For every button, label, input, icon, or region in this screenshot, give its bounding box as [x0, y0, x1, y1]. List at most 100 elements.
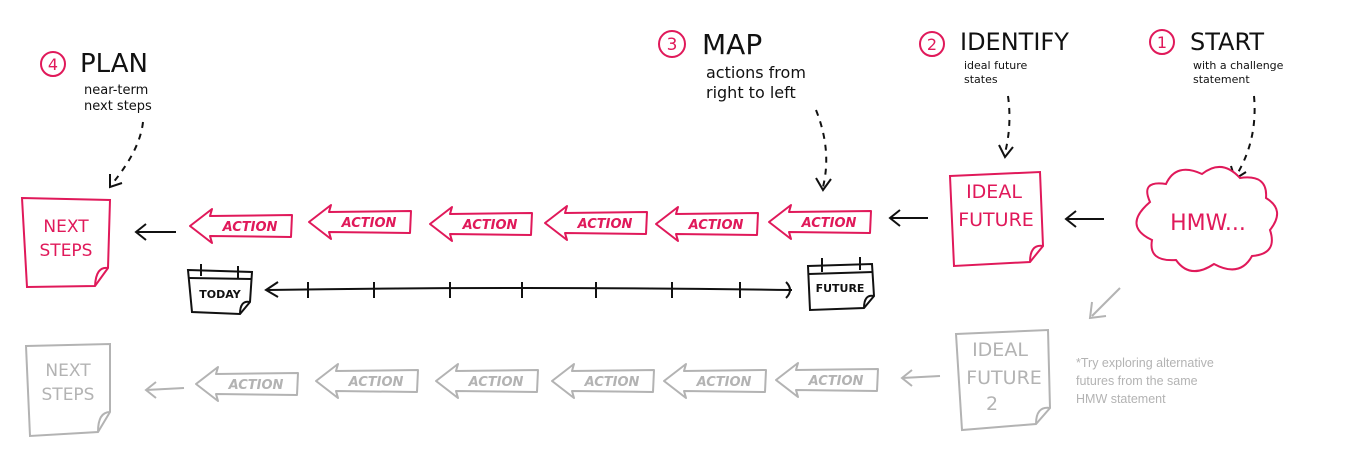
step-subtitle-line: states	[964, 73, 998, 86]
step-number: 1	[1157, 33, 1167, 52]
action-arrow: ACTION	[308, 204, 412, 240]
calendar-curl	[239, 300, 251, 315]
action-arrow-outline	[663, 363, 767, 399]
alt-arrow-to-actions	[900, 369, 941, 387]
action-label: ACTION	[696, 375, 752, 390]
action-arrow: ACTION	[544, 205, 648, 241]
calendar-outline	[186, 268, 254, 316]
action-label: ACTION	[228, 378, 284, 393]
dashed-arrow-line	[1004, 95, 1011, 154]
sticky-text-line: FUTURE	[958, 209, 1034, 231]
action-label: ACTION	[462, 218, 518, 233]
action-arrow-outline	[189, 208, 293, 244]
arrow-head	[1064, 210, 1077, 228]
sticky-curl	[97, 411, 111, 433]
calendar-top-bar	[188, 277, 252, 280]
action-label: ACTION	[577, 217, 633, 232]
arrow-to-actions	[888, 209, 928, 227]
calendar-curl	[863, 294, 875, 309]
calendar-outline	[806, 262, 876, 312]
calendar-top-bar	[808, 271, 874, 275]
sticky-text-line: NEXT	[43, 217, 89, 237]
sticky-text-line: STEPS	[42, 385, 95, 405]
arrow-to-ideal-future	[1064, 210, 1104, 228]
arrow-line	[145, 387, 185, 391]
alt-diagonal-arrow	[1088, 287, 1121, 320]
action-label: ACTION	[341, 216, 397, 231]
today-calendar-icon: TODAY	[186, 264, 254, 316]
note-line: HMW statement	[1076, 392, 1166, 406]
arrow-head	[888, 209, 901, 227]
action-arrow-outline	[435, 363, 539, 399]
action-arrow: ACTION	[315, 363, 419, 399]
sticky-text-line: STEPS	[40, 241, 93, 261]
action-label: ACTION	[688, 218, 744, 233]
arrow-line	[901, 375, 941, 379]
arrow-head	[1088, 301, 1107, 320]
sticky-curl	[94, 266, 109, 287]
action-label: ACTION	[222, 220, 278, 235]
cloud-label: HMW...	[1170, 211, 1246, 236]
dashed-arrow-line	[1235, 95, 1256, 177]
step-title: MAP	[702, 28, 762, 61]
note-line: futures from the same	[1076, 374, 1198, 388]
future-calendar-icon: FUTURE	[806, 257, 876, 312]
action-arrow: ACTION	[663, 363, 767, 399]
arrow-head	[134, 223, 147, 241]
action-arrow: ACTION	[435, 363, 539, 399]
timeline-arrow-head	[264, 281, 279, 298]
action-arrow: ACTION	[189, 208, 293, 244]
alt-ideal-future-sticky: IDEAL FUTURE 2	[954, 328, 1052, 432]
action-arrow-outline	[768, 204, 872, 240]
sticky-text-line: 2	[986, 393, 998, 415]
timeline-end-cap	[785, 281, 791, 299]
step-number-circle	[40, 51, 66, 77]
sticky-outline	[954, 328, 1052, 432]
alt-futures-note: *Try exploring alternative futures from …	[1076, 356, 1214, 406]
action-arrow: ACTION	[655, 206, 759, 242]
sticky-text-line: IDEAL	[966, 181, 1022, 203]
action-label: ACTION	[801, 216, 857, 231]
action-arrow: ACTION	[195, 366, 299, 402]
step-plan: 4 PLAN near-term next steps	[40, 49, 152, 189]
step-identify: 2 IDENTIFY ideal future states	[919, 28, 1069, 159]
action-arrow-outline	[655, 206, 759, 242]
step-subtitle-line: actions from	[706, 63, 806, 82]
sticky-outline	[948, 170, 1045, 268]
step-number-circle	[1149, 29, 1175, 55]
timeline-ticks	[307, 282, 741, 298]
sticky-text-line: IDEAL	[972, 339, 1028, 361]
action-label: ACTION	[584, 375, 640, 390]
action-label: ACTION	[348, 375, 404, 390]
arrow-head	[998, 144, 1014, 159]
action-arrow: ACTION	[775, 362, 879, 398]
step-map: 3 MAP actions from right to left	[658, 28, 832, 192]
dashed-arrow-line	[111, 121, 144, 185]
alt-arrow-to-next-steps	[144, 381, 185, 399]
action-arrow-outline	[315, 363, 419, 399]
dashed-arrow-line	[815, 109, 828, 188]
sticky-curl	[1035, 406, 1051, 425]
alt-next-steps-sticky: NEXT STEPS	[24, 342, 111, 438]
timeline: TODAY FUTURE	[186, 257, 876, 316]
hmw-cloud: HMW...	[1135, 166, 1278, 272]
step-title: START	[1190, 28, 1264, 56]
action-arrow: ACTION	[551, 363, 655, 399]
future-label: FUTURE	[816, 282, 865, 295]
action-arrow-outline	[429, 206, 533, 242]
sticky-outline	[20, 196, 112, 289]
step-number-circle	[658, 30, 686, 58]
action-arrow: ACTION	[429, 206, 533, 242]
step-start: 1 START with a challenge statement	[1149, 28, 1284, 181]
action-arrow: ACTION	[768, 204, 872, 240]
sticky-outline	[24, 342, 111, 438]
next-steps-sticky: NEXT STEPS	[20, 196, 112, 289]
ideal-future-sticky: IDEAL FUTURE	[948, 170, 1045, 268]
arrow-head	[900, 369, 913, 387]
cloud-outline	[1135, 166, 1278, 272]
sticky-curl	[1029, 244, 1044, 263]
step-subtitle-line: near-term	[84, 83, 148, 98]
action-label: ACTION	[808, 374, 864, 389]
action-arrow-outline	[775, 362, 879, 398]
